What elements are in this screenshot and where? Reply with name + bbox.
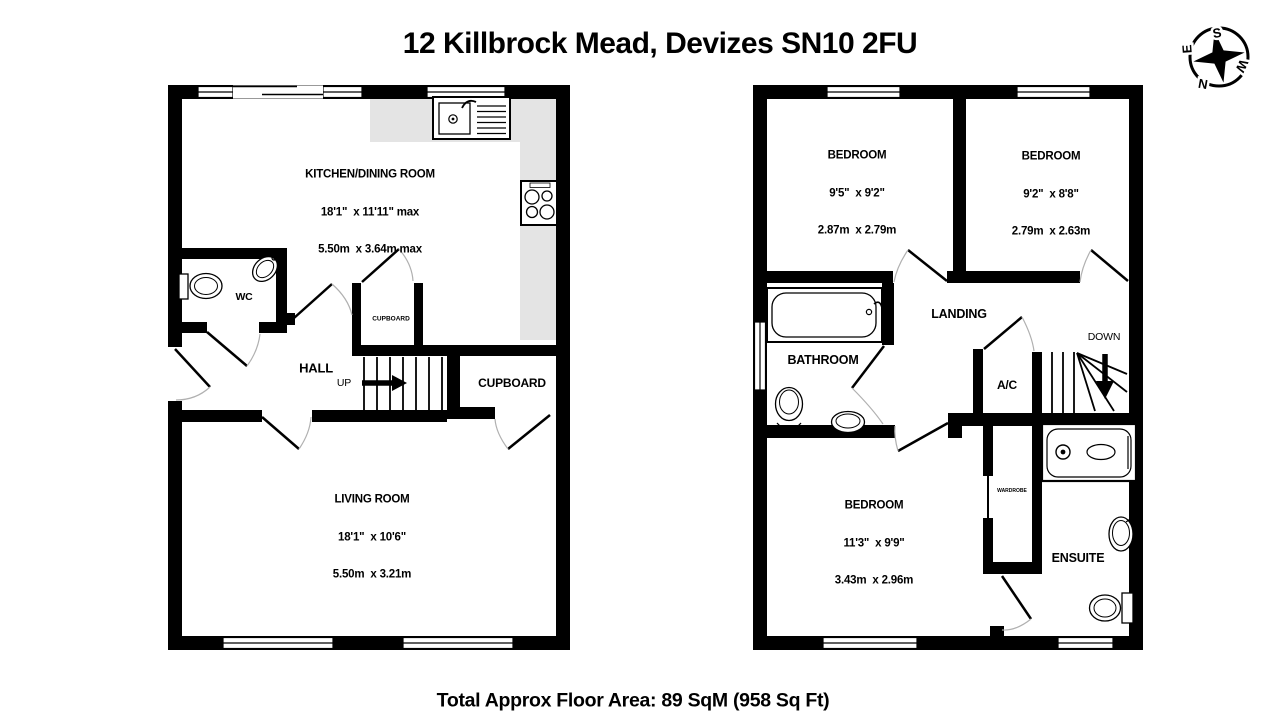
door-arcs: [851, 249, 1092, 631]
room-dims-metric: 2.87m x 2.79m: [817, 224, 897, 237]
room-label-cupboard: CUPBOARD: [478, 376, 546, 390]
room-name: BEDROOM: [1021, 150, 1081, 163]
room-label-ensuite: ENSUITE: [1051, 551, 1105, 565]
basin-icon: [830, 410, 866, 436]
room-label-hall: HALL: [299, 360, 333, 376]
room-dims-imperial: 18'1" x 11'11" max: [320, 206, 420, 218]
room-label-understairs-cupboard: CUPBOARD: [372, 315, 410, 323]
room-name: LIVING ROOM: [334, 493, 410, 506]
ground-floor-plan: [167, 85, 570, 650]
room-label-ac: A/C: [996, 378, 1018, 392]
room-label-kitchen: KITCHEN/DINING ROOM 18'1" x 11'11" max 5…: [305, 144, 435, 269]
first-floor-plan: [753, 85, 1143, 650]
staircase-down: [1051, 352, 1128, 413]
ground-floor-interior-walls: [168, 248, 570, 422]
room-dims-imperial: 18'1" x 10'6": [338, 531, 406, 543]
bathtub-icon: [766, 287, 883, 343]
door-leaves: [206, 248, 551, 450]
room-dims-metric: 3.43m x 2.96m: [834, 574, 914, 587]
room-label-wardrobe: WARDROBE: [997, 488, 1027, 494]
window-icon: [222, 636, 514, 650]
room-name: BEDROOM: [827, 149, 887, 162]
room-name: KITCHEN/DINING ROOM: [305, 168, 435, 181]
up-arrow-icon: [362, 375, 407, 391]
door-arcs: [246, 248, 509, 450]
compass-icon: S W N E: [1177, 22, 1254, 94]
room-label-living-room: LIVING ROOM 18'1" x 10'6" 5.50m x 3.21m: [332, 469, 412, 594]
floor-area-note: Total Approx Floor Area: 89 SqM (958 Sq …: [436, 689, 830, 712]
window-icon: [197, 85, 506, 99]
page-title: 12 Killbrock Mead, Devizes SN10 2FU: [402, 27, 918, 60]
kitchen-sink-icon: [432, 96, 511, 140]
toilet-icon: [178, 272, 223, 300]
room-label-landing: LANDING: [931, 307, 987, 321]
room-name: BEDROOM: [844, 499, 904, 512]
room-label-bedroom-3: BEDROOM 11'3" x 9'9" 3.43m x 2.96m: [834, 475, 914, 600]
room-label-bathroom: BATHROOM: [787, 353, 859, 367]
basin-tap-icon: [271, 255, 277, 261]
door-leaves: [851, 249, 1129, 620]
compass-east-label: E: [1179, 44, 1195, 54]
compass-star: [1193, 31, 1245, 83]
room-dims-imperial: 9'5" x 9'2": [829, 187, 885, 199]
basin-icon: [1108, 516, 1134, 552]
room-label-wc: WC: [235, 291, 253, 303]
room-dims-metric: 5.50m x 3.21m: [332, 568, 412, 581]
stairs-down-label: DOWN: [1087, 331, 1121, 343]
toilet-icon: [774, 386, 804, 431]
shower-icon: [1040, 422, 1138, 483]
room-dims-metric: 5.50m x 3.64m max: [318, 243, 422, 256]
room-label-bedroom-2: BEDROOM 9'2" x 8'8" 2.79m x 2.63m: [1011, 126, 1091, 251]
down-arrow-icon: [1096, 354, 1114, 399]
room-dims-metric: 2.79m x 2.63m: [1011, 225, 1091, 238]
toilet-icon: [1088, 592, 1134, 624]
front-door: [167, 347, 211, 401]
stove-icon: [520, 180, 558, 226]
wall-opening: [233, 85, 323, 99]
room-label-bedroom-1: BEDROOM 9'5" x 9'2" 2.87m x 2.79m: [817, 125, 897, 250]
room-dims-imperial: 11'3" x 9'9": [843, 537, 905, 549]
stairs-up-label: UP: [336, 377, 352, 389]
basin-icon: [251, 255, 279, 283]
room-dims-imperial: 9'2" x 8'8": [1023, 188, 1079, 200]
kitchen-counter-area: [370, 99, 556, 340]
window-icon: [753, 85, 1114, 650]
